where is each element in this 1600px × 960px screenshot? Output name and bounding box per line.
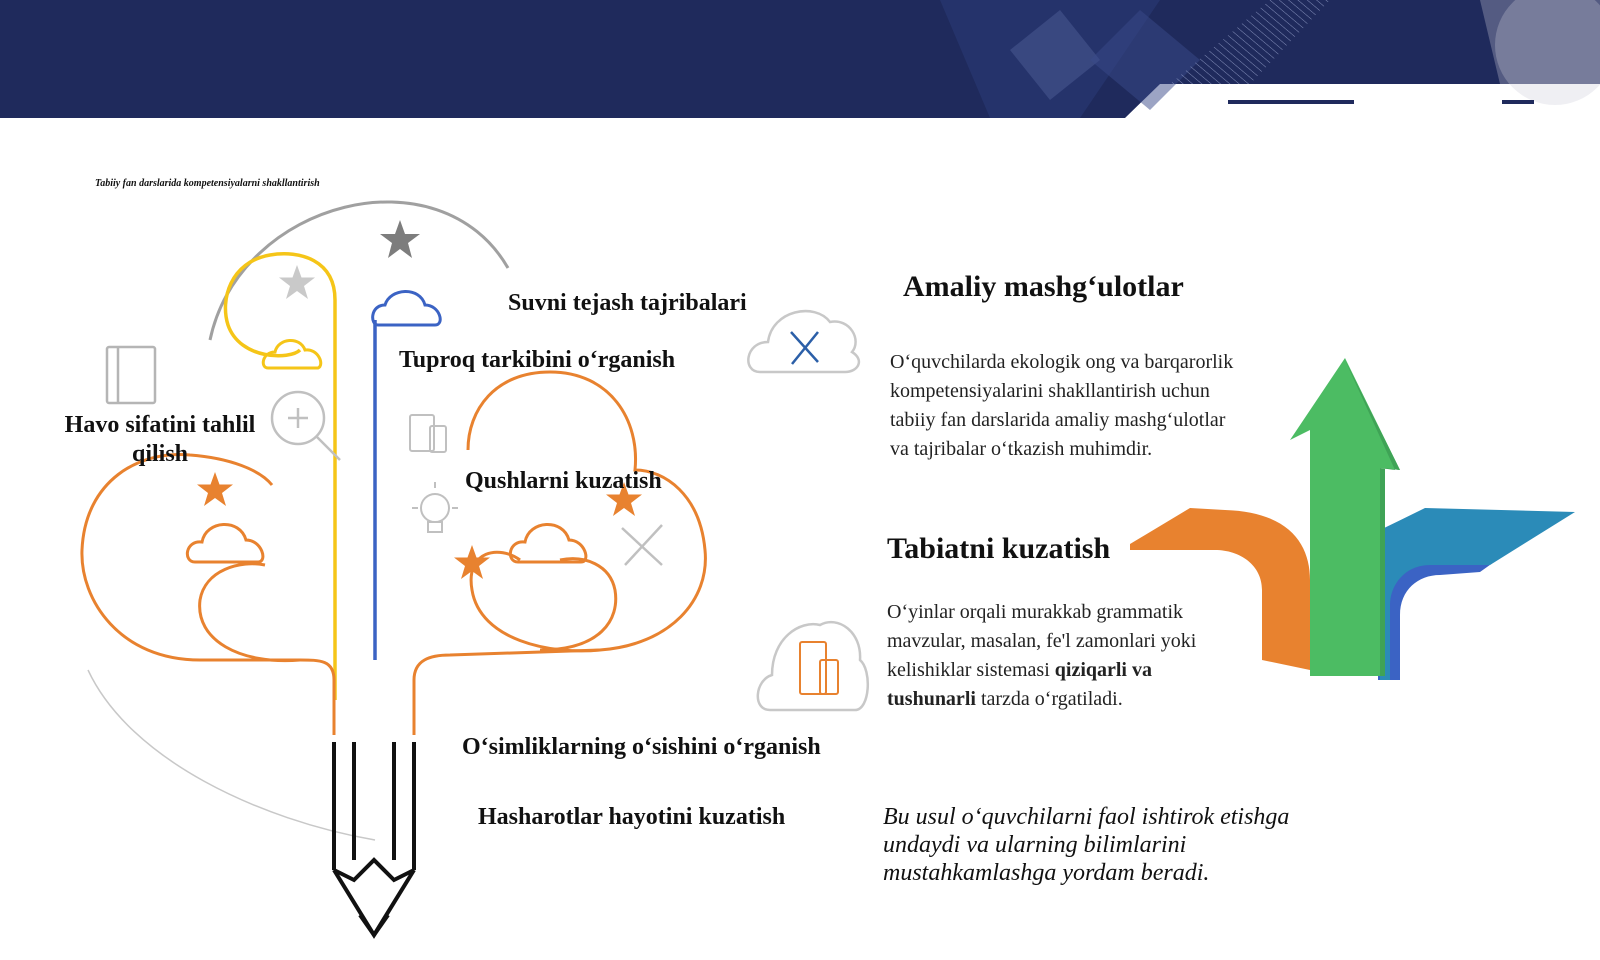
arrow-graphic <box>1130 358 1575 680</box>
paragraph-tabiat-bold: qiziqarli va tushunarli <box>887 659 1152 710</box>
heading-amaliy: Amaliy mashg‘ulotlar <box>903 270 1184 303</box>
label-suvni: Suvni tejash tajribalari <box>508 290 747 316</box>
magnifier-icon <box>270 390 341 461</box>
header-band <box>0 0 1600 118</box>
star-icon <box>454 545 490 579</box>
label-havo-line1: Havo sifatini tahlil <box>64 412 256 438</box>
heading-tabiat: Tabiatni kuzatish <box>887 532 1111 565</box>
orange-left-branch <box>80 452 336 735</box>
paragraph-tabiat-part2: tarzda o‘rgatiladi. <box>975 688 1123 710</box>
orange-mid-loop <box>539 557 618 652</box>
orange-left-inner-loop <box>198 562 301 663</box>
slide-subtitle: Tabiiy fan darslarida kompetensiyalarni … <box>95 178 320 189</box>
cloud-devices-badge <box>756 620 870 712</box>
cloud-icon <box>508 523 588 564</box>
orange-right-inner-loop <box>469 550 601 653</box>
green-arrow <box>1290 358 1400 676</box>
label-havo: Havo sifatini tahlil qilish <box>52 411 268 469</box>
thin-gray-curve <box>87 669 376 841</box>
label-tuproq: Tuproq tarkibini o‘rganish <box>399 347 676 373</box>
cloud-icon <box>261 339 323 370</box>
paragraph-tabiat: O‘yinlar orqali murakkab grammatik mavzu… <box>887 598 1227 714</box>
orange-right-branch <box>412 370 707 735</box>
star-icon <box>197 472 233 506</box>
star-icon <box>606 482 642 516</box>
label-qushlar: Qushlarni kuzatish <box>465 468 662 494</box>
devices-icon <box>409 414 447 453</box>
label-osimlik: O‘simliklarning o‘sishini o‘rganish <box>462 734 821 760</box>
book-icon <box>105 345 157 405</box>
star-icon <box>279 265 315 299</box>
cloud-icon <box>371 290 442 327</box>
cloud-tools-badge <box>747 309 861 374</box>
note-text: Bu usul o‘quvchilarni faol ishtirok etis… <box>883 804 1290 886</box>
label-havo-line2: qilish <box>131 441 189 467</box>
cloud-icon <box>185 523 265 564</box>
tools-icon <box>621 524 663 566</box>
paragraph-amaliy: O‘quvchilarda ekologik ong va barqarorli… <box>890 351 1234 460</box>
lightbulb-icon <box>412 482 458 533</box>
pencil-icon <box>332 742 416 939</box>
label-hasharot: Hasharotlar hayotini kuzatish <box>478 804 786 830</box>
orange-arrow <box>1130 508 1310 670</box>
yellow-stem <box>223 252 337 700</box>
teal-arrow <box>1380 508 1575 680</box>
paragraph-tabiat-part1: O‘yinlar orqali murakkab grammatik mavzu… <box>887 601 1197 681</box>
gray-arc <box>208 200 510 341</box>
star-icon <box>380 220 420 258</box>
